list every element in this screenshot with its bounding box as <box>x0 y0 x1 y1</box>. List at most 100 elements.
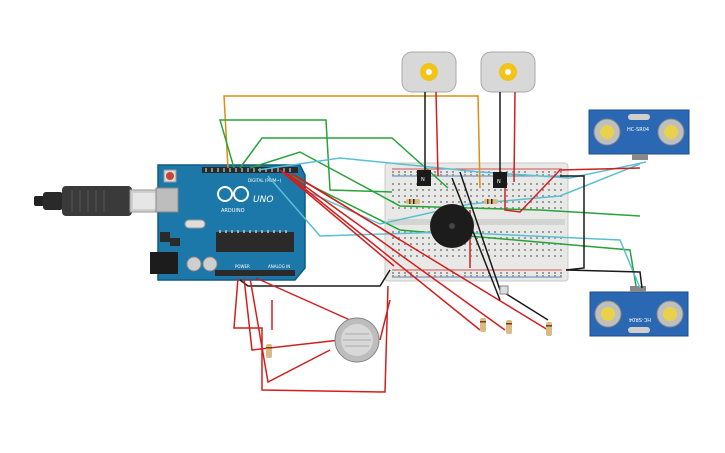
breadboard-hole <box>488 195 490 197</box>
breadboard-rail-hole <box>542 171 544 173</box>
breadboard-rail-hole <box>512 174 514 176</box>
breadboard-rail-hole <box>464 272 466 274</box>
breadboard-hole <box>560 201 562 203</box>
breadboard-rail-hole <box>434 174 436 176</box>
breadboard-hole <box>524 255 526 257</box>
breadboard-hole <box>410 189 412 191</box>
breadboard-rail-hole <box>440 275 442 277</box>
breadboard-hole <box>560 183 562 185</box>
breadboard-hole <box>392 255 394 257</box>
breadboard-hole <box>434 195 436 197</box>
breadboard-rail-hole <box>500 272 502 274</box>
breadboard-rail-hole <box>398 171 400 173</box>
breadboard-hole <box>404 243 406 245</box>
breadboard-hole <box>434 183 436 185</box>
breadboard-rail-hole <box>392 275 394 277</box>
breadboard-hole <box>392 207 394 209</box>
breadboard-hole <box>536 255 538 257</box>
breadboard-hole <box>440 249 442 251</box>
breadboard-hole <box>530 201 532 203</box>
breadboard-hole <box>500 207 502 209</box>
dc-motor-right <box>480 51 536 93</box>
breadboard-hole <box>542 195 544 197</box>
breadboard-hole <box>404 231 406 233</box>
resistor-6 <box>546 322 552 336</box>
breadboard-hole <box>452 255 454 257</box>
resistor-5 <box>506 320 512 334</box>
breadboard-hole <box>470 195 472 197</box>
breadboard-hole <box>404 237 406 239</box>
breadboard-hole <box>464 183 466 185</box>
breadboard-hole <box>398 237 400 239</box>
breadboard-hole <box>500 189 502 191</box>
breadboard-hole <box>404 183 406 185</box>
breadboard-hole <box>506 195 508 197</box>
breadboard-rail-hole <box>548 171 550 173</box>
breadboard-rail-hole <box>410 275 412 277</box>
breadboard-hole <box>410 237 412 239</box>
breadboard-hole <box>518 237 520 239</box>
breadboard-rail-hole <box>392 174 394 176</box>
breadboard-hole <box>518 201 520 203</box>
breadboard-hole <box>518 231 520 233</box>
breadboard-rail-hole <box>404 275 406 277</box>
breadboard-rail-hole <box>542 174 544 176</box>
breadboard-hole <box>542 231 544 233</box>
breadboard-hole <box>464 243 466 245</box>
breadboard-rail-hole <box>398 174 400 176</box>
piezo-buzzer <box>430 204 474 248</box>
breadboard-hole <box>524 243 526 245</box>
breadboard-hole <box>500 201 502 203</box>
breadboard-hole <box>506 201 508 203</box>
breadboard-hole <box>554 183 556 185</box>
breadboard-hole <box>530 243 532 245</box>
breadboard-rail-hole <box>500 275 502 277</box>
breadboard-hole <box>482 243 484 245</box>
breadboard-hole <box>530 231 532 233</box>
breadboard-hole <box>470 249 472 251</box>
breadboard-hole <box>470 237 472 239</box>
breadboard-rail-hole <box>536 171 538 173</box>
breadboard-hole <box>494 195 496 197</box>
breadboard-hole <box>422 243 424 245</box>
breadboard-rail-hole <box>434 171 436 173</box>
breadboard-rail-hole <box>410 171 412 173</box>
breadboard-hole <box>446 195 448 197</box>
breadboard-rail-hole <box>470 174 472 176</box>
breadboard-hole <box>512 201 514 203</box>
breadboard-hole <box>554 207 556 209</box>
breadboard-hole <box>512 249 514 251</box>
breadboard-hole <box>482 201 484 203</box>
breadboard-rail-hole <box>512 171 514 173</box>
breadboard-hole <box>482 231 484 233</box>
breadboard-hole <box>500 231 502 233</box>
breadboard-hole <box>476 243 478 245</box>
breadboard-hole <box>494 231 496 233</box>
breadboard-hole <box>440 195 442 197</box>
breadboard-rail-hole <box>470 272 472 274</box>
breadboard-hole <box>536 231 538 233</box>
breadboard-hole <box>452 249 454 251</box>
breadboard-hole <box>464 189 466 191</box>
breadboard-hole <box>512 237 514 239</box>
arduino-analog-label: ANALOG IN <box>268 264 290 269</box>
arduino-logo-icon <box>217 186 249 202</box>
breadboard-hole <box>488 189 490 191</box>
breadboard-hole <box>422 255 424 257</box>
breadboard-hole <box>398 231 400 233</box>
breadboard-hole <box>548 243 550 245</box>
breadboard-hole <box>482 189 484 191</box>
breadboard-hole <box>536 207 538 209</box>
breadboard-hole <box>416 237 418 239</box>
breadboard-hole <box>488 249 490 251</box>
breadboard-hole <box>494 189 496 191</box>
breadboard-hole <box>404 255 406 257</box>
breadboard-rail-hole <box>440 174 442 176</box>
breadboard-rail-hole <box>452 174 454 176</box>
breadboard-hole <box>512 207 514 209</box>
breadboard-rail-hole <box>446 275 448 277</box>
breadboard-hole <box>452 195 454 197</box>
breadboard-hole <box>464 195 466 197</box>
breadboard-hole <box>518 249 520 251</box>
